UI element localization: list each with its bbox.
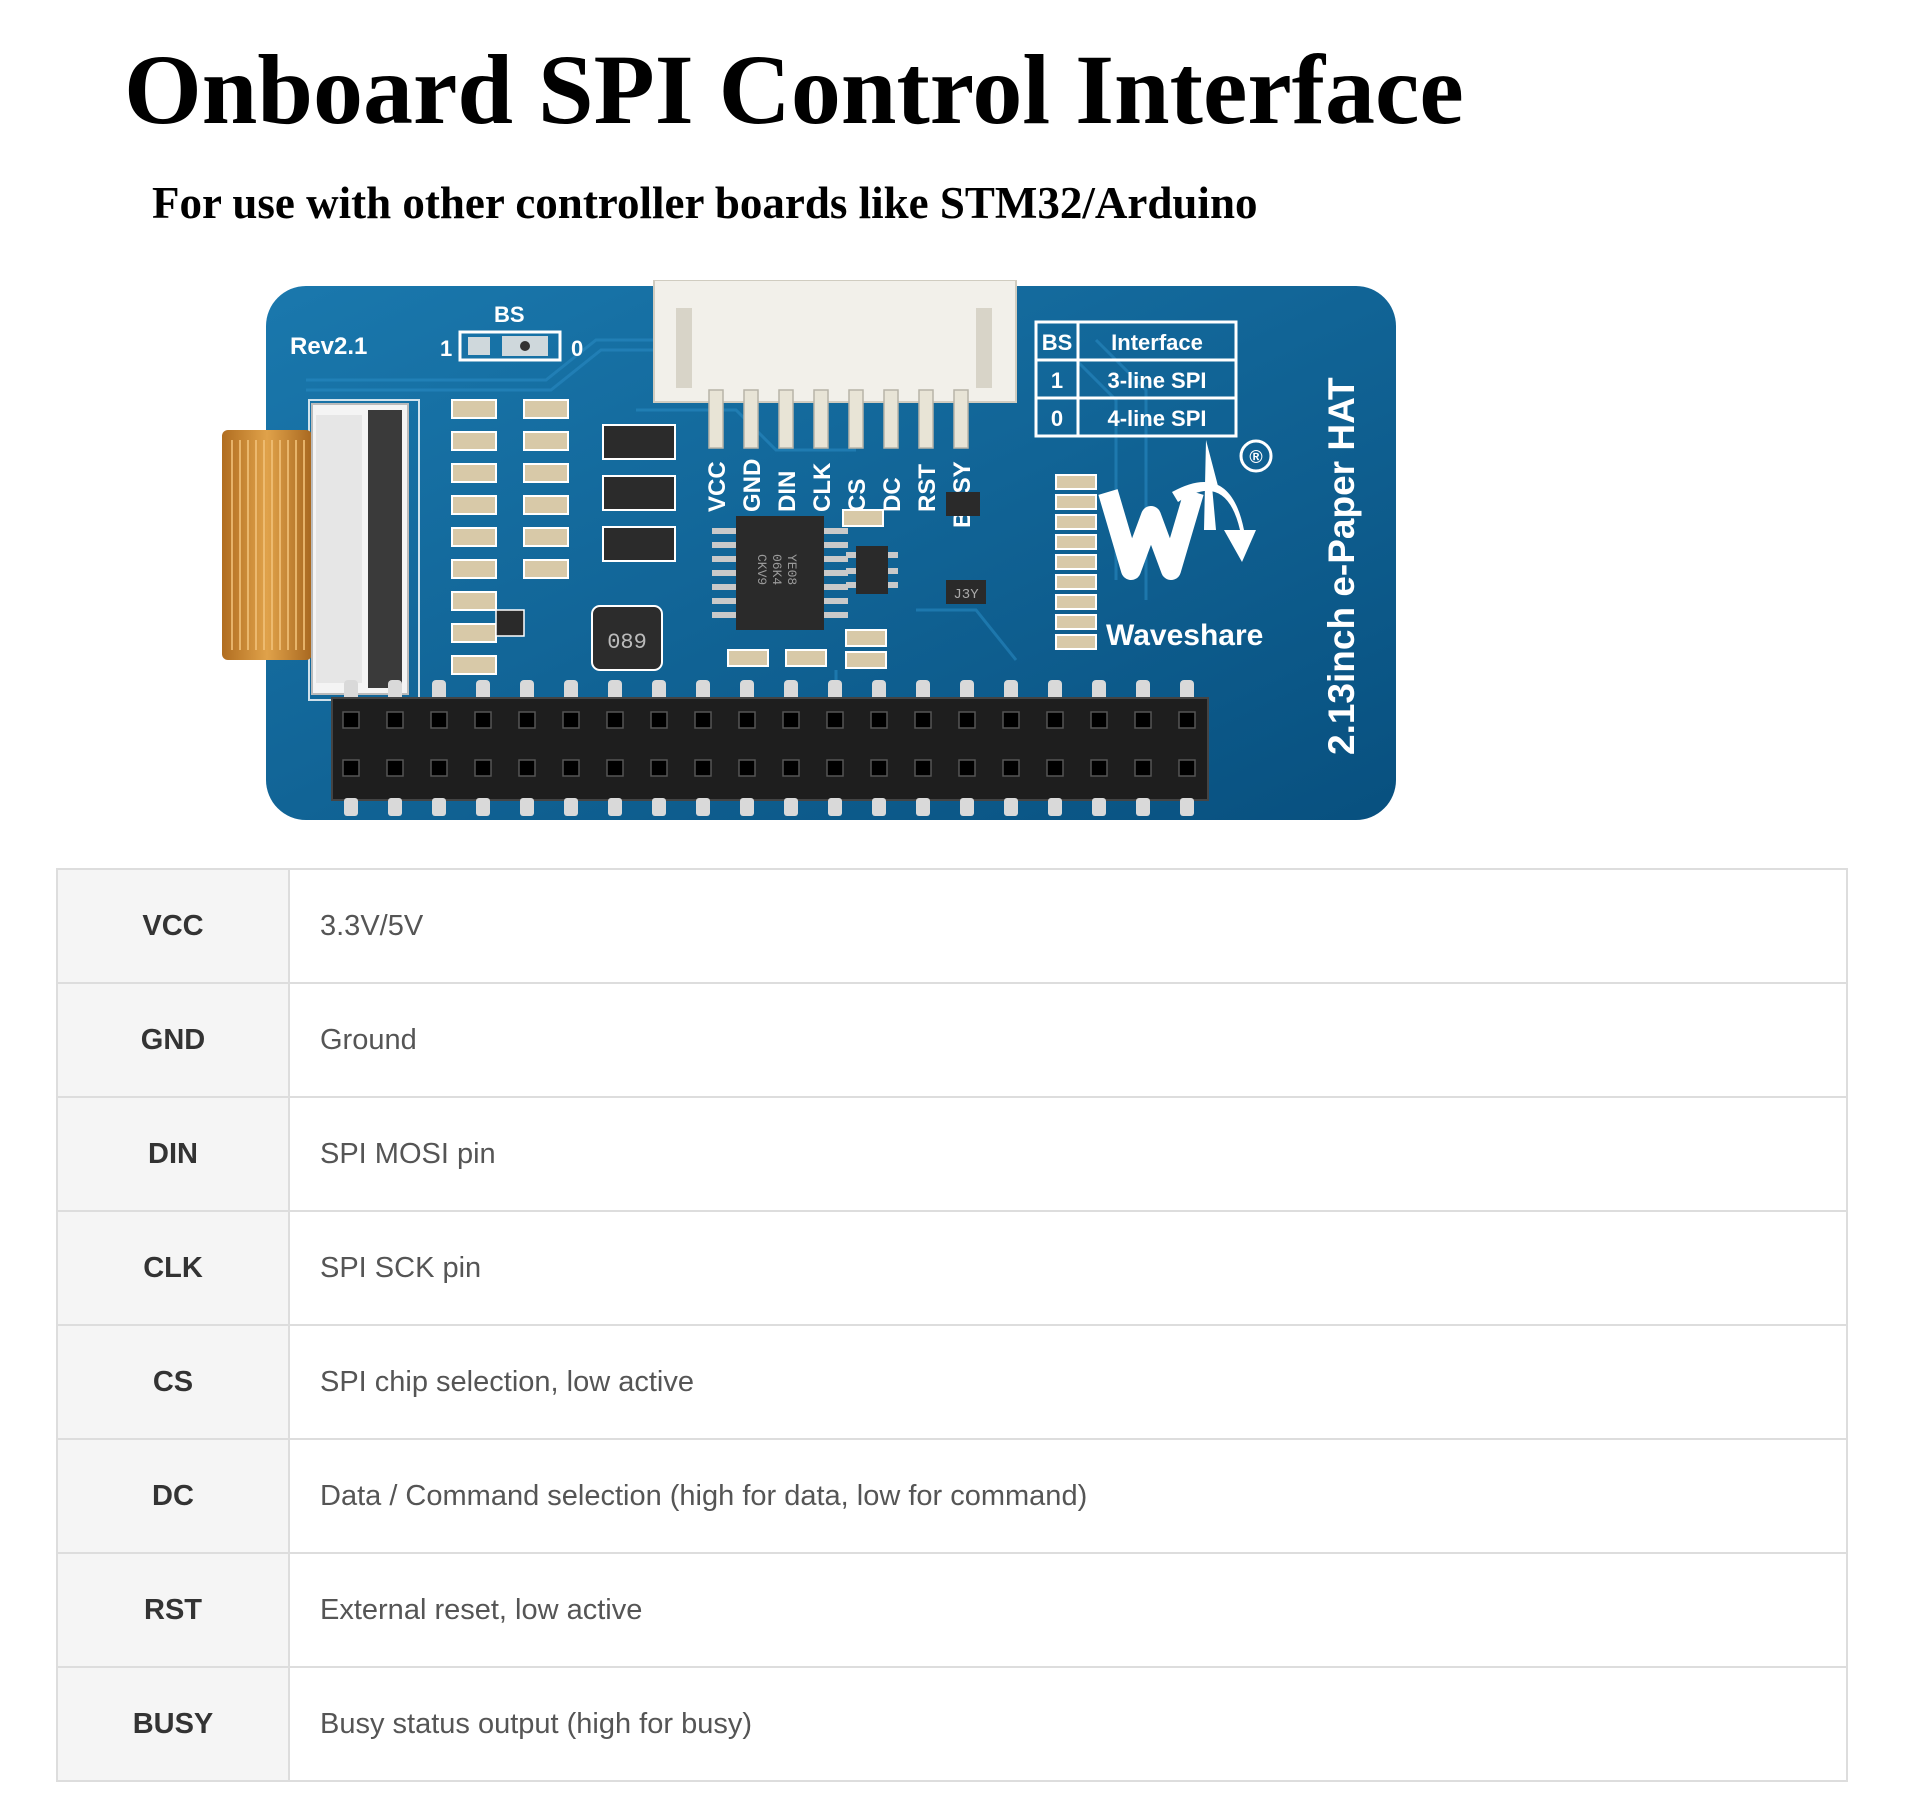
pin-label-dc: DC [879, 477, 906, 512]
pin-description-table: VCC 3.3V/5V GND Ground DIN SPI MOSI pin … [56, 868, 1848, 1782]
table-row: CS SPI chip selection, low active [56, 1324, 1848, 1440]
bs-jumper [458, 330, 562, 362]
board-photo: VCC GND DIN CLK CS DC RST BUSY Rev2.1 BS… [216, 280, 1406, 840]
pin-name: GND [56, 982, 290, 1098]
small-ics: J3Y [495, 492, 986, 637]
pin-name: RST [56, 1552, 290, 1668]
top-header-connector [653, 280, 1017, 449]
pin-name: DC [56, 1438, 290, 1554]
pin-label-cs: CS [844, 479, 871, 512]
pin-description: External reset, low active [288, 1552, 1848, 1668]
svg-text:YE08: YE08 [784, 554, 799, 585]
pin-name: DIN [56, 1096, 290, 1212]
pin-label-din: DIN [774, 471, 801, 512]
page-title: Onboard SPI Control Interface [124, 34, 1464, 145]
epaper-hat-board: VCC GND DIN CLK CS DC RST BUSY Rev2.1 BS… [222, 280, 1396, 820]
svg-text:CKV9: CKV9 [754, 554, 769, 585]
bs-table-header-bs: BS [1042, 330, 1073, 355]
pin-label-rst: RST [914, 464, 941, 512]
bs-table-row2-interface: 4-line SPI [1107, 406, 1206, 431]
table-row: DIN SPI MOSI pin [56, 1096, 1848, 1212]
table-row: BUSY Busy status output (high for busy) [56, 1666, 1848, 1782]
waveshare-logo: ® Waveshare [1098, 439, 1273, 652]
pin-description: Ground [288, 982, 1848, 1098]
pin-label-clk: CLK [809, 462, 836, 512]
svg-text:J3Y: J3Y [953, 587, 979, 603]
registered-mark: ® [1249, 447, 1262, 467]
pin-description: SPI MOSI pin [288, 1096, 1848, 1212]
rev-label: Rev2.1 [290, 333, 367, 360]
brand-name: Waveshare [1106, 619, 1263, 652]
bs-zero-label: 0 [571, 336, 583, 361]
svg-text:089: 089 [607, 630, 647, 655]
pin-label-gnd: GND [739, 459, 766, 512]
bs-label: BS [494, 302, 525, 327]
gpio-header [331, 680, 1209, 816]
product-name: 2.13inch e-Paper HAT [1321, 377, 1362, 755]
page-subtitle: For use with other controller boards lik… [152, 178, 1258, 228]
table-row: VCC 3.3V/5V [56, 868, 1848, 984]
pin-name: BUSY [56, 1666, 290, 1782]
pin-description: SPI SCK pin [288, 1210, 1848, 1326]
table-row: GND Ground [56, 982, 1848, 1098]
bs-table-row1-interface: 3-line SPI [1107, 368, 1206, 393]
bs-interface-table: BS Interface 1 3-line SPI 0 4-line SPI [1034, 320, 1238, 438]
table-row: CLK SPI SCK pin [56, 1210, 1848, 1326]
pin-description: 3.3V/5V [288, 868, 1848, 984]
fpc-ribbon [222, 430, 312, 660]
pcb [266, 286, 1396, 820]
pin-description: Busy status output (high for busy) [288, 1666, 1848, 1782]
svg-text:06K4: 06K4 [769, 554, 784, 585]
bs-table-row2-bs: 0 [1051, 406, 1063, 431]
inductor: 089 [591, 605, 663, 671]
table-row: RST External reset, low active [56, 1552, 1848, 1668]
pin-name: CLK [56, 1210, 290, 1326]
bs-one-label: 1 [440, 336, 452, 361]
pin-label-vcc: VCC [704, 461, 731, 512]
bs-table-row1-bs: 1 [1051, 368, 1063, 393]
ffc-connector [311, 403, 409, 695]
pin-name: CS [56, 1324, 290, 1440]
pin-description: SPI chip selection, low active [288, 1324, 1848, 1440]
pin-name: VCC [56, 868, 290, 984]
pin-description: Data / Command selection (high for data,… [288, 1438, 1848, 1554]
table-row: DC Data / Command selection (high for da… [56, 1438, 1848, 1554]
passive-components [451, 399, 1097, 675]
bs-table-header-interface: Interface [1111, 330, 1203, 355]
driver-ic: YE08 06K4 CKV9 [712, 516, 848, 630]
